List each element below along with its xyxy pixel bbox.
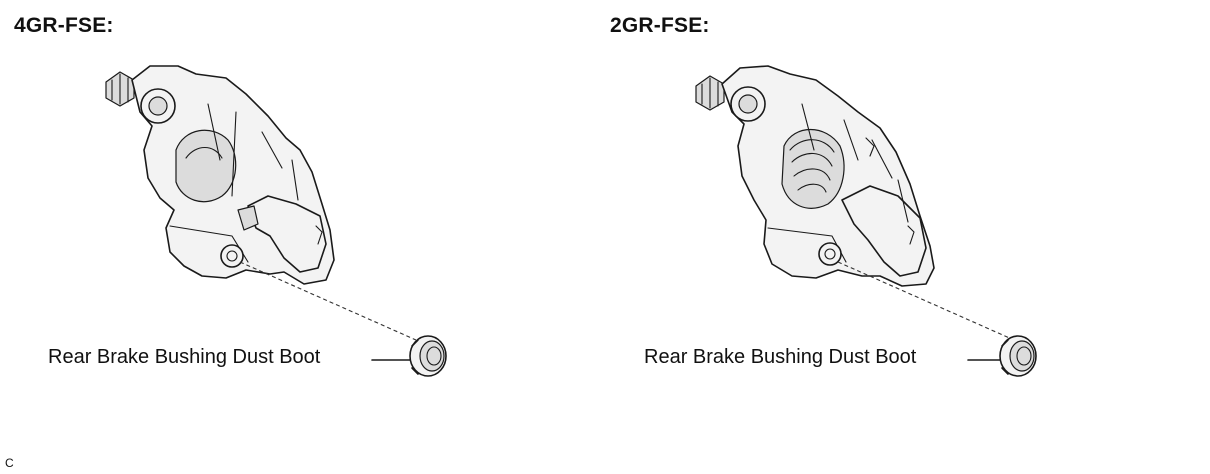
part-label: Rear Brake Bushing Dust Boot bbox=[644, 346, 917, 368]
dust-boot-part bbox=[999, 335, 1037, 377]
part-label: Rear Brake Bushing Dust Boot bbox=[48, 346, 321, 368]
panel-4gr-fse: 4GR-FSE: bbox=[0, 0, 600, 440]
dust-boot-part bbox=[409, 335, 447, 377]
caliper-drawing bbox=[105, 65, 447, 377]
variant-title: 4GR-FSE: bbox=[14, 14, 114, 37]
brake-caliper-illustration bbox=[105, 65, 335, 285]
variant-title: 2GR-FSE: bbox=[610, 14, 710, 37]
brake-caliper-illustration bbox=[695, 65, 935, 287]
panel-2gr-fse: 2GR-FSE: bbox=[596, 0, 1196, 440]
figure-code: C bbox=[5, 456, 14, 470]
caliper-drawing bbox=[695, 65, 1037, 377]
